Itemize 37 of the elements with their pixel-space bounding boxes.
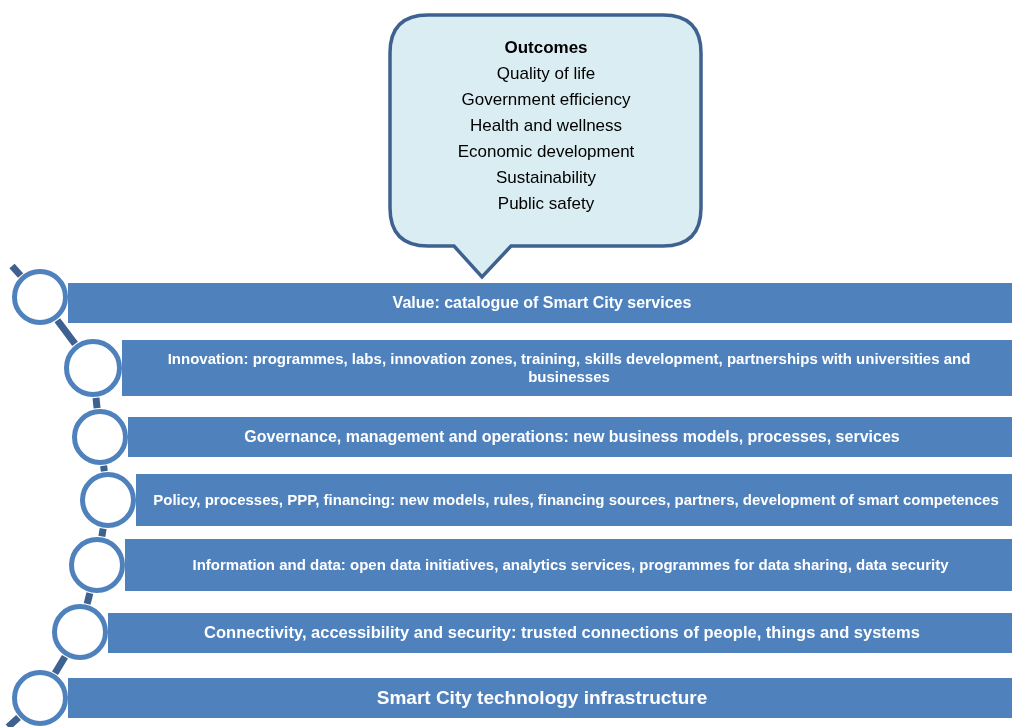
layer-bar (136, 474, 1012, 526)
circle-marker (12, 670, 68, 726)
outcome-item: Quality of life (496, 63, 596, 85)
chain-link (9, 263, 24, 278)
circle-marker (72, 409, 128, 465)
outcome-item: Government efficiency (461, 89, 631, 111)
circle-marker (64, 339, 122, 397)
callout-heading: Outcomes (504, 37, 588, 59)
chain-link (52, 655, 68, 675)
layer-label: Information and data: open data initiatives, analytics services, programmes for data sharing, data security (192, 556, 949, 574)
layer-bar (68, 678, 1012, 718)
chain-link (83, 592, 94, 605)
layer-bar (128, 417, 1012, 457)
layer-bar (68, 283, 1012, 323)
layer-label: Value: catalogue of Smart City services (392, 293, 692, 313)
circle-marker (80, 472, 136, 528)
layer-label: Smart City technology infrastructure (376, 686, 708, 710)
layer-bar (108, 613, 1012, 653)
outcome-item: Health and wellness (469, 115, 623, 137)
outcome-item: Economic development (457, 141, 635, 163)
chain-link (5, 714, 21, 727)
layer-label: Innovation: programmes, labs, innovation zones, training, skills development, partnerships with universities and businesses (166, 350, 972, 386)
circle-marker (52, 604, 108, 660)
chain-link (98, 528, 107, 537)
callout-bubble (388, 13, 704, 281)
layer-label: Governance, management and operations: new business models, processes, services (244, 427, 900, 447)
outcome-item: Public safety (497, 193, 595, 215)
circle-marker (69, 537, 125, 593)
layer-bar (125, 539, 1012, 591)
layer-bar (122, 340, 1012, 396)
chain-link (100, 465, 108, 472)
layer-label: Connectivity, accessibility and security: trusted connections of people, things and systems (204, 623, 920, 643)
circle-marker (12, 269, 68, 325)
chain-link (54, 318, 78, 347)
layer-label: Policy, processes, PPP, financing: new models, rules, financing sources, partners, development of smart competences (153, 491, 999, 509)
chain-link (92, 397, 101, 409)
outcome-item: Sustainability (495, 167, 597, 189)
